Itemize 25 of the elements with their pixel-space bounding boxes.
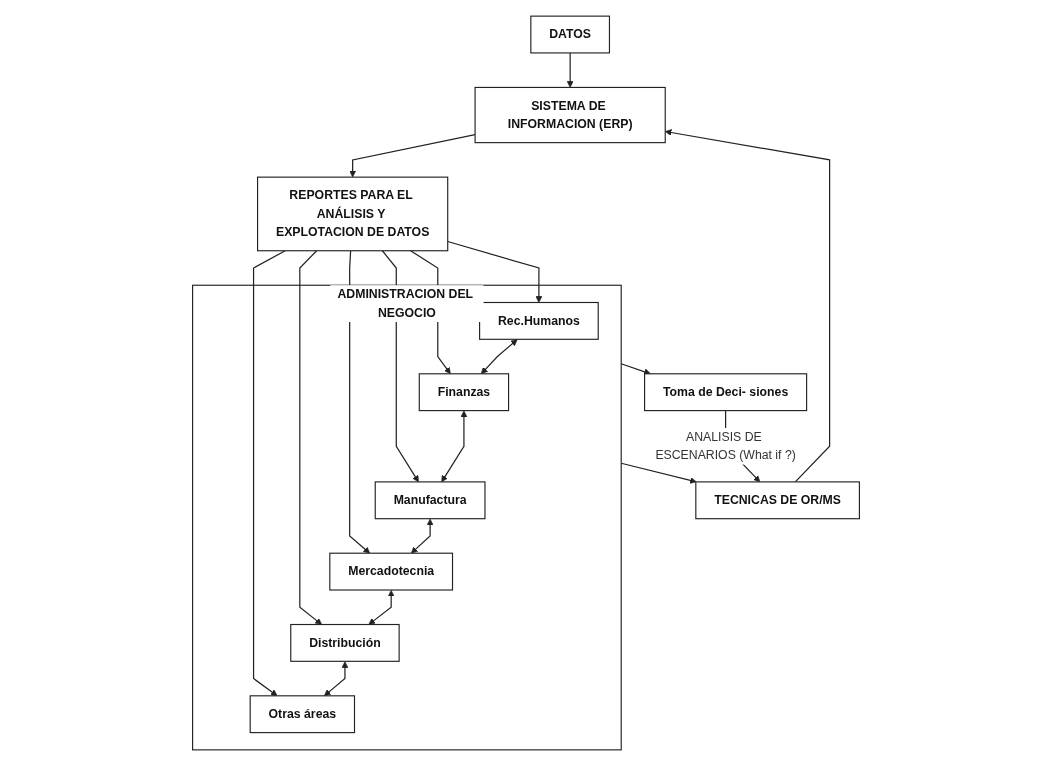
node-box: REPORTES PARA EL ANÁLISIS Y EXPLOTACION DE DATOS <box>257 176 449 252</box>
node-box: Otras áreas <box>249 695 356 734</box>
arrow <box>368 590 395 625</box>
arrow <box>299 250 322 625</box>
arrow <box>349 134 476 178</box>
node-box: Manufactura <box>374 481 486 520</box>
node-box: Finanzas <box>418 373 510 412</box>
node-box: Mercadotecnia <box>329 552 454 591</box>
arrow <box>324 661 349 697</box>
arrow <box>410 518 434 554</box>
node-box: TECNICAS DE OR/MS <box>695 481 860 520</box>
edge-label: ANALISIS DE ESCENARIOS (What if ?) <box>655 430 796 462</box>
arrow <box>441 410 468 483</box>
node-box: Distribución <box>290 623 400 662</box>
arrow <box>349 250 371 554</box>
node-box: Toma de Deci- siones <box>644 373 808 412</box>
arrow <box>480 339 518 375</box>
node-box: DATOS <box>530 15 611 54</box>
node-box: SISTEMA DE INFORMACION (ERP) <box>474 86 666 144</box>
node-box: Rec.Humanos <box>479 301 599 340</box>
arrow <box>252 250 286 697</box>
arrow <box>620 462 697 484</box>
arrow <box>566 52 574 88</box>
arrow <box>620 363 651 375</box>
arrow <box>447 240 543 303</box>
